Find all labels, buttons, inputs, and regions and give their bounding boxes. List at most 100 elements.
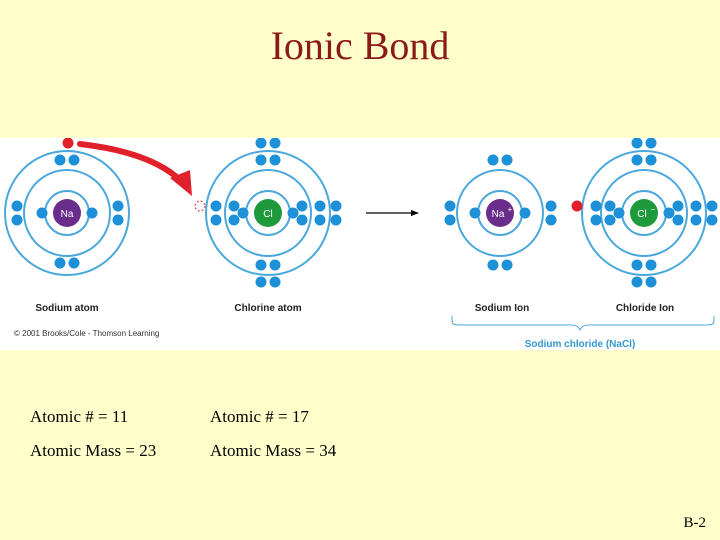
chlorine-atom-electron xyxy=(269,154,281,166)
sodium-atomic-mass: Atomic Mass = 23 xyxy=(30,441,157,460)
sodium-atom-electron xyxy=(112,214,124,226)
chlorine-atom-electron xyxy=(228,200,240,212)
chloride-ion-electron xyxy=(631,259,643,271)
chlorine-atom-electron xyxy=(269,276,281,288)
chloride-ion-electron xyxy=(663,207,675,219)
sodium-symbol: Na xyxy=(61,209,74,220)
sodium-atom-electrons xyxy=(11,154,124,269)
sodium-atom: Na xyxy=(4,150,130,276)
chlorine-atom-electron xyxy=(237,207,249,219)
slide-title: Ionic Bond xyxy=(270,23,450,68)
chlorine-atom-electron xyxy=(314,200,326,212)
sodium-atom-electron xyxy=(36,207,48,219)
sodium-atom-electron xyxy=(54,154,66,166)
chloride-ion-electron xyxy=(672,214,684,226)
sodium-atom-electron xyxy=(68,154,80,166)
chlorine-atom-electron xyxy=(255,276,267,288)
chloride-ion-electron xyxy=(645,259,657,271)
chlorine-atom-electron xyxy=(287,207,299,219)
chloride-ion-electron xyxy=(690,214,702,226)
electron-vacancy xyxy=(194,200,206,212)
chlorine-atom: Cl xyxy=(194,138,342,288)
sodium-ion-electron xyxy=(444,200,456,212)
chloride-ion-electron xyxy=(690,200,702,212)
sodium-ion-charge: + xyxy=(508,205,513,214)
chloride-ion-electron xyxy=(631,154,643,166)
ionic-bond-diagram: Na Cl Na + xyxy=(4,138,718,350)
chloride-ion-electron xyxy=(706,214,718,226)
chloride-ion-electron xyxy=(645,276,657,288)
chlorine-atom-caption: Chlorine atom xyxy=(234,303,301,314)
chlorine-atom-electron xyxy=(269,138,281,149)
compound-brace xyxy=(451,316,715,332)
chlorine-nucleus xyxy=(254,199,282,227)
sodium-ion-caption: Sodium Ion xyxy=(475,303,529,314)
sodium-ion-electron xyxy=(469,207,481,219)
chlorine-atomic-mass: Atomic Mass = 34 xyxy=(210,441,337,460)
chloride-ion: Cl − xyxy=(571,138,718,288)
sodium-atom-electron xyxy=(54,257,66,269)
gained-electron xyxy=(571,200,583,212)
sodium-atom-caption: Sodium atom xyxy=(35,303,98,314)
chloride-ion-charge: − xyxy=(651,205,656,214)
sodium-ion: Na + xyxy=(444,154,557,271)
chlorine-atom-electron xyxy=(210,214,222,226)
sodium-ion-electron xyxy=(501,259,513,271)
chlorine-atom-electron xyxy=(210,200,222,212)
sodium-nucleus xyxy=(53,199,81,227)
chloride-ion-electron xyxy=(645,154,657,166)
sodium-ion-nucleus xyxy=(486,199,514,227)
chloride-ion-electron xyxy=(604,200,616,212)
sodium-atom-electron xyxy=(86,207,98,219)
chloride-ion-symbol: Cl xyxy=(637,209,646,220)
sodium-ion-electron xyxy=(487,154,499,166)
sodium-ion-electron xyxy=(519,207,531,219)
compound-label: Sodium chloride (NaCl) xyxy=(525,339,636,350)
ionic-bond-figure: Na Cl Na + xyxy=(0,138,720,350)
copyright-notice: © 2001 Brooks/Cole - Thomson Learning xyxy=(14,329,159,338)
sodium-atom-electron xyxy=(112,200,124,212)
chlorine-atom-electron xyxy=(330,214,342,226)
sodium-ion-electron xyxy=(545,200,557,212)
sodium-ion-symbol: Na xyxy=(492,209,505,220)
chloride-ion-electrons xyxy=(590,138,718,288)
chloride-ion-nucleus xyxy=(630,199,658,227)
chloride-ion-electron xyxy=(672,200,684,212)
chlorine-atom-electron xyxy=(314,214,326,226)
slide-code: B-2 xyxy=(683,515,707,531)
chlorine-atom-shell-3 xyxy=(205,150,331,276)
sodium-ion-electron xyxy=(444,214,456,226)
sodium-atom-shell-2 xyxy=(23,169,111,257)
electron-transfer-arrow xyxy=(77,141,183,183)
sodium-atom-shell-3 xyxy=(4,150,130,276)
sodium-atomic-number: Atomic # = 11 xyxy=(30,407,129,426)
sodium-atom-electron xyxy=(68,257,80,269)
chlorine-atom-electron xyxy=(269,259,281,271)
chloride-ion-shell-2 xyxy=(600,169,688,257)
chloride-ion-electron xyxy=(631,276,643,288)
chloride-ion-caption: Chloride Ion xyxy=(616,303,674,314)
chloride-ion-electron xyxy=(706,200,718,212)
sodium-atom-electron xyxy=(11,214,23,226)
chlorine-atom-shell-2 xyxy=(224,169,312,257)
electron-transfer-arrowhead xyxy=(170,170,192,196)
sodium-atom-electron xyxy=(11,200,23,212)
chlorine-atom-electrons xyxy=(210,138,342,288)
sodium-ion-electron xyxy=(487,259,499,271)
chlorine-atom-electron xyxy=(296,200,308,212)
chlorine-atomic-number: Atomic # = 17 xyxy=(210,407,309,426)
sodium-ion-electron xyxy=(545,214,557,226)
chloride-ion-electron xyxy=(613,207,625,219)
sodium-ion-shell-2 xyxy=(456,169,544,257)
chlorine-atom-electron xyxy=(296,214,308,226)
chloride-ion-electron xyxy=(604,214,616,226)
chlorine-atom-electron xyxy=(255,138,267,149)
sodium-ion-electron xyxy=(501,154,513,166)
chloride-ion-shell-3 xyxy=(581,150,707,276)
chlorine-atom-electron xyxy=(255,259,267,271)
chlorine-symbol: Cl xyxy=(263,209,272,220)
chloride-ion-electron xyxy=(645,138,657,149)
chloride-ion-electron xyxy=(590,214,602,226)
chloride-ion-electron xyxy=(631,138,643,149)
sodium-ion-electrons xyxy=(444,154,557,271)
